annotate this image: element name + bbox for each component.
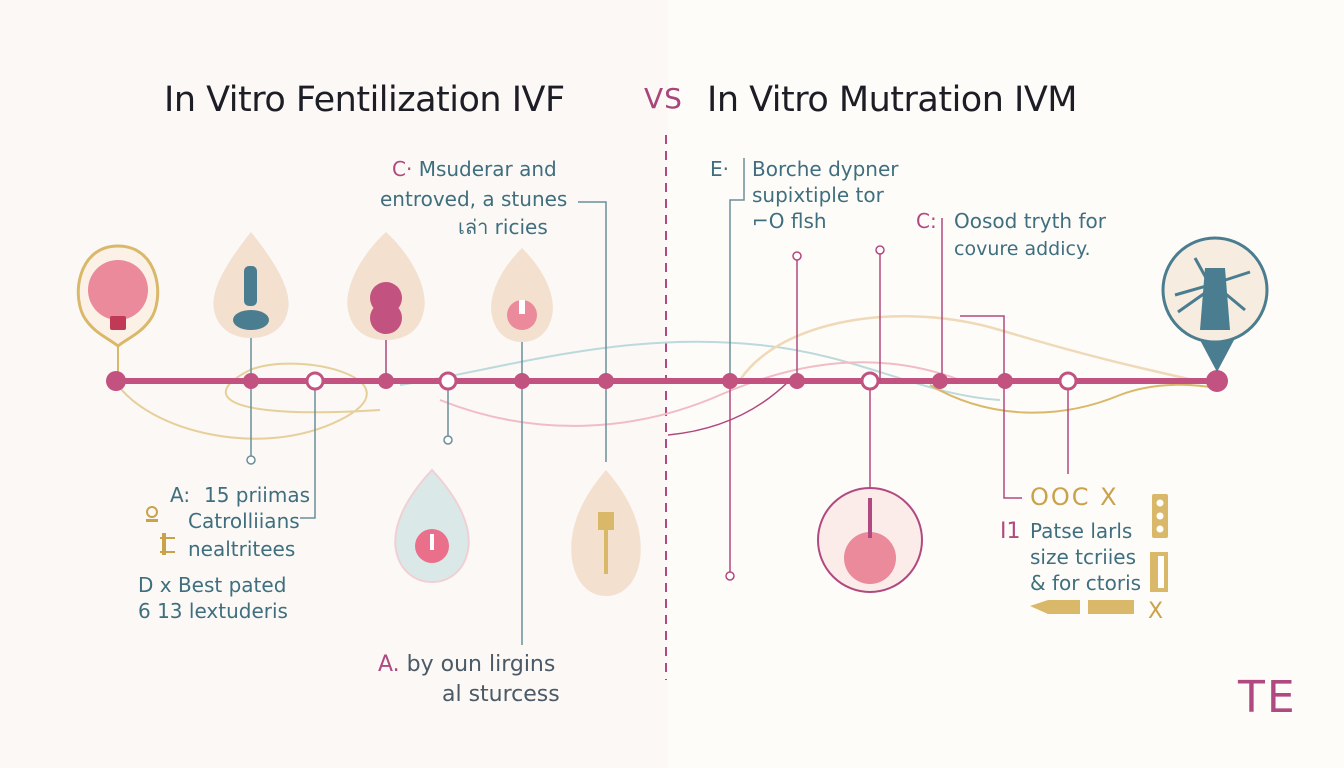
connector-top-left-label (578, 201, 607, 381)
top-right-a-line1: Borche dypner (752, 157, 899, 181)
stem-end-dot (246, 455, 256, 465)
aqua-egg-drop-icon (394, 468, 470, 584)
vs-label: VS (644, 82, 683, 115)
timeline-node (514, 373, 530, 389)
timeline-node (722, 373, 738, 389)
stem-end-dot (725, 571, 735, 581)
stem-end-dot (792, 251, 802, 261)
dividing-cell-icon (347, 232, 425, 340)
top-right-a-line2: supixtiple tor (752, 183, 884, 207)
timeline-node (789, 373, 805, 389)
bottom-left-b-line1: D x Best pated (138, 573, 287, 597)
timeline-node (378, 373, 394, 389)
bottom-left-a-marker: A: (170, 483, 191, 507)
timeline-node (932, 373, 948, 389)
bottom-center-line2: al sturcess (442, 682, 560, 707)
timeline-node (997, 373, 1013, 389)
timeline-node (438, 371, 458, 391)
timeline-node (860, 371, 880, 391)
pipette-drop-icon (213, 232, 289, 338)
bottom-right-line2: size tcriies (1030, 545, 1137, 569)
timeline-node (106, 371, 126, 391)
bottom-center-line1: A. by oun lirgins (378, 652, 556, 677)
bottom-right-icons: OOC X (1030, 483, 1119, 511)
needle-drop-icon (571, 470, 641, 596)
timeline-node (598, 373, 614, 389)
top-right-a-line3: ⌐O flsh (752, 209, 827, 233)
connector-top-right-a (729, 158, 745, 381)
top-right-b-marker: C: (916, 209, 937, 233)
bottom-left-a-line2: Catrolliians (188, 509, 300, 533)
bottom-right-marker: I1 (1000, 519, 1021, 544)
top-left-label-line3: เล่า ricies (458, 215, 548, 239)
flow-curve-gold (117, 362, 381, 440)
embryo-drop-icon (491, 248, 553, 342)
bottom-left-a-line1: 15 priimas (204, 483, 310, 507)
flow-curve-magenta (667, 379, 791, 436)
brand-logo: TE (1238, 672, 1297, 723)
bottom-right-line3: & for ctoris (1030, 571, 1142, 595)
flow-curve-peach (738, 315, 1216, 387)
timeline-node (305, 371, 325, 391)
connector-right-bracket (960, 315, 1022, 499)
bottom-right-end-mark: X (1148, 599, 1164, 624)
bottom-right-line1: Patse larls (1030, 519, 1133, 543)
stem-end-dot (875, 245, 885, 255)
oocyte-circle-icon (817, 487, 923, 593)
bottom-left-a-line3: nealtritees (188, 537, 296, 561)
timeline-node (243, 373, 259, 389)
stem-node-3 (300, 381, 316, 519)
mature-egg-spindle-icon (1161, 236, 1269, 372)
flow-curve-aqua (399, 340, 1001, 401)
top-left-label-line2: entroved, a stunes (380, 187, 568, 211)
egg-follicle-icon (76, 244, 160, 348)
small-figure-icons (146, 506, 175, 555)
top-right-b-line1: Oosod tryth for (954, 209, 1106, 233)
flow-curve-gold-right (929, 383, 1216, 414)
top-right-b-line2: covure addicy. (954, 238, 1091, 260)
top-left-label-line1: C· Msuderar and (392, 157, 557, 181)
gold-measure-icons (1030, 494, 1168, 614)
stem-end-dot (443, 435, 453, 445)
ivf-title: In Vitro Fentilization IVF (164, 80, 565, 120)
label-marker: C· (392, 157, 413, 181)
timeline-node (1206, 370, 1228, 392)
bottom-left-b-line2: 6 13 lextuderis (138, 599, 288, 623)
timeline-node (1058, 371, 1078, 391)
ivm-title: In Vitro Mutration IVM (707, 80, 1077, 120)
top-right-a-marker: E· (710, 157, 729, 181)
